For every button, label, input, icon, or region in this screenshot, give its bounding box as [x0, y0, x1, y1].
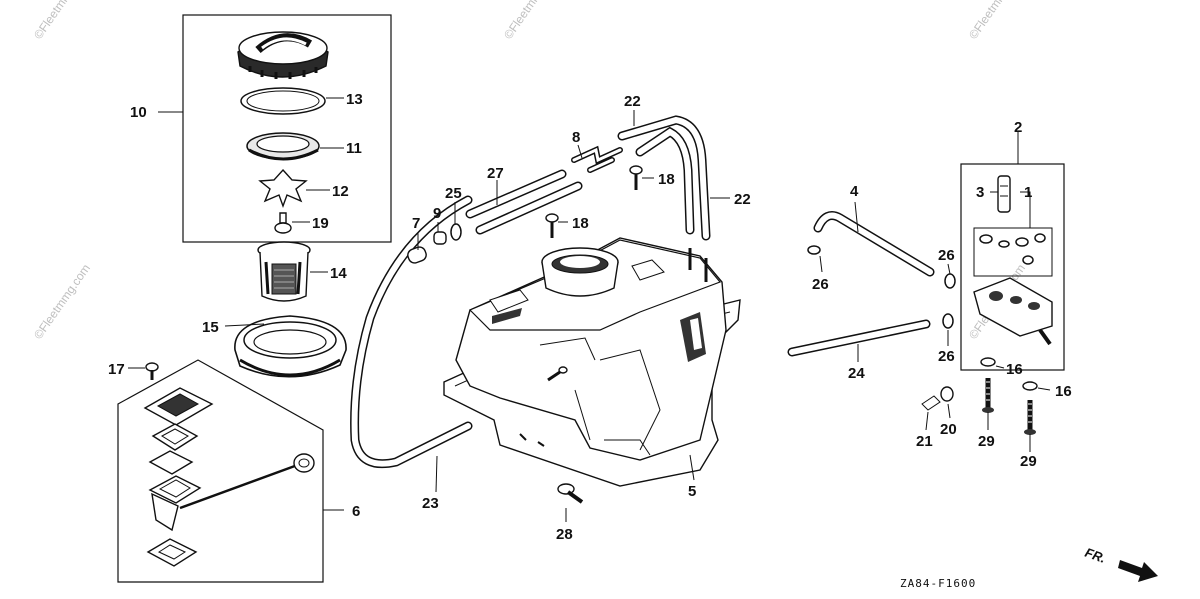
- fuel-cap: [237, 31, 329, 79]
- front-direction-indicator: FR.: [1083, 545, 1158, 582]
- watermark: ©Fleetmmg.com: [31, 261, 93, 341]
- washer-20: [940, 386, 954, 402]
- sealing-washers: [980, 357, 1038, 391]
- diagram-code: ZA84-F1600: [900, 577, 976, 590]
- watermark: ©Fleetmmg.com: [501, 0, 563, 42]
- callout-part-4: 4: [850, 183, 859, 200]
- tank-bolt-upper: [629, 165, 643, 190]
- watermark: ©Fleetmmg.com: [31, 0, 93, 42]
- callout-part-5: 5: [688, 483, 696, 500]
- callout-part-15: 15: [202, 319, 219, 336]
- hose-clip-26: [807, 245, 956, 329]
- clip-21: [921, 395, 941, 411]
- callout-part-26-left: 26: [812, 276, 829, 293]
- fuel-gauge-assembly: [117, 359, 324, 583]
- callout-part-16-left: 16: [1006, 361, 1023, 378]
- leader-lines: [128, 97, 1051, 522]
- callout-part-25: 25: [445, 185, 462, 202]
- callout-part-10: 10: [130, 104, 147, 121]
- callout-part-20: 20: [940, 421, 957, 438]
- cap-gasket: [240, 87, 326, 115]
- callout-part-14: 14: [330, 265, 347, 282]
- callout-labels: 2 3 1 10 13 11 12 19 14 15 17 6 23 7 9 2…: [108, 91, 1072, 543]
- callout-part-13: 13: [346, 91, 363, 108]
- callout-part-29-left: 29: [978, 433, 995, 450]
- hose-joint: [407, 246, 427, 264]
- fuel-hose-4: [813, 211, 935, 277]
- callout-part-22-right: 22: [734, 191, 751, 208]
- front-direction-label: FR.: [1083, 545, 1108, 566]
- callout-part-8: 8: [572, 129, 580, 146]
- front-direction-arrow-icon: [1118, 560, 1158, 582]
- tank-mount-bolt: [557, 483, 584, 504]
- vent-tee-joint: [571, 145, 623, 173]
- hose-clip-small: [433, 231, 447, 245]
- callout-part-29-right: 29: [1020, 453, 1037, 470]
- fuel-cap-assembly: [182, 14, 392, 243]
- callout-part-26-upper: 26: [938, 247, 955, 264]
- cap-screw: [274, 212, 292, 234]
- gauge-screw: [145, 362, 159, 380]
- fuel-gauge-frame: [117, 359, 324, 583]
- fuel-cock-frame: [960, 163, 1065, 371]
- callout-part-18-upper: 18: [658, 171, 675, 188]
- callout-part-27: 27: [487, 165, 504, 182]
- callout-part-19: 19: [312, 215, 329, 232]
- callout-part-7: 7: [412, 215, 420, 232]
- callout-part-22-top: 22: [624, 93, 641, 110]
- callout-part-9: 9: [433, 205, 441, 222]
- callout-part-3: 3: [976, 184, 984, 201]
- callout-part-11: 11: [346, 140, 362, 157]
- vent-hose-27: [465, 169, 583, 235]
- fuel-hose-long: [350, 195, 473, 469]
- callout-part-28: 28: [556, 526, 573, 543]
- hose-clip: [450, 223, 462, 241]
- callout-part-24: 24: [848, 365, 865, 382]
- callout-part-12: 12: [332, 183, 349, 200]
- watermark: ©Fleetmmg.com: [966, 0, 1028, 42]
- fuel-tank: [443, 237, 741, 487]
- fuel-hose-24: [787, 319, 931, 357]
- cap-retainer-plate: [258, 168, 308, 209]
- vent-hose-22: [617, 115, 711, 241]
- callout-part-6: 6: [352, 503, 360, 520]
- callout-part-26-lower: 26: [938, 348, 955, 365]
- callout-part-16-right: 16: [1055, 383, 1072, 400]
- fuel-cock-bolts: [982, 378, 1036, 435]
- callout-part-2: 2: [1014, 119, 1022, 136]
- tank-bolt-lower: [545, 213, 559, 238]
- tank-cap-base-ring: [234, 315, 347, 378]
- fuel-cock-assembly: [960, 163, 1065, 371]
- callout-part-23: 23: [422, 495, 439, 512]
- callout-part-18-lower: 18: [572, 215, 589, 232]
- callout-part-1: 1: [1024, 184, 1032, 201]
- callout-part-17: 17: [108, 361, 125, 378]
- callout-part-21: 21: [916, 433, 933, 450]
- fuel-strainer: [257, 241, 311, 302]
